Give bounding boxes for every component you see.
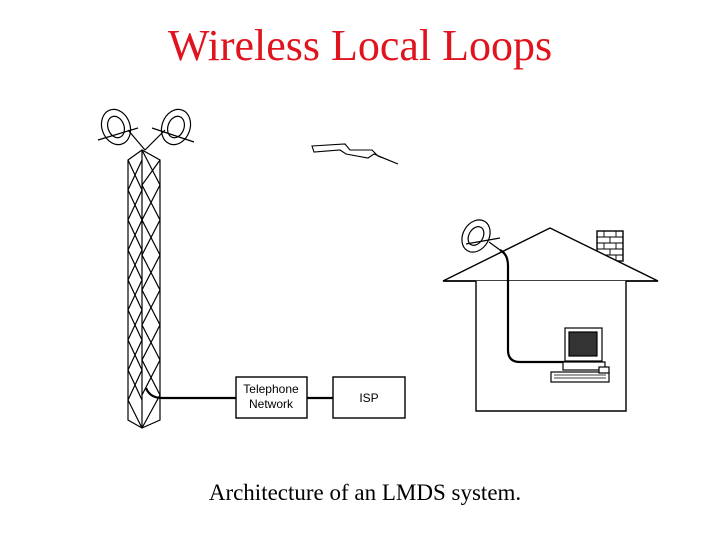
house: [442, 227, 659, 412]
tower-to-telephone-line: [144, 387, 236, 400]
house-dish-icon: [461, 219, 501, 253]
slide-title: Wireless Local Loops: [167, 21, 553, 70]
telephone-network-box: Telephone Network: [235, 376, 308, 419]
house-wall: [475, 281, 627, 412]
antenna-tower: [127, 149, 161, 429]
isp-box: ISP: [332, 376, 406, 419]
dish-to-computer-line: [499, 249, 566, 364]
tower-dish-right-icon: [144, 108, 195, 151]
computer-icon: [550, 327, 610, 383]
telephone-network-label-line2: Network: [249, 397, 294, 411]
wireless-signal-icon: [311, 143, 399, 165]
diagram-caption: Architecture of an LMDS system.: [208, 480, 522, 505]
tower-dish-left-icon: [97, 108, 146, 151]
isp-label: ISP: [359, 391, 378, 405]
telephone-network-label-line1: Telephone: [243, 382, 299, 396]
